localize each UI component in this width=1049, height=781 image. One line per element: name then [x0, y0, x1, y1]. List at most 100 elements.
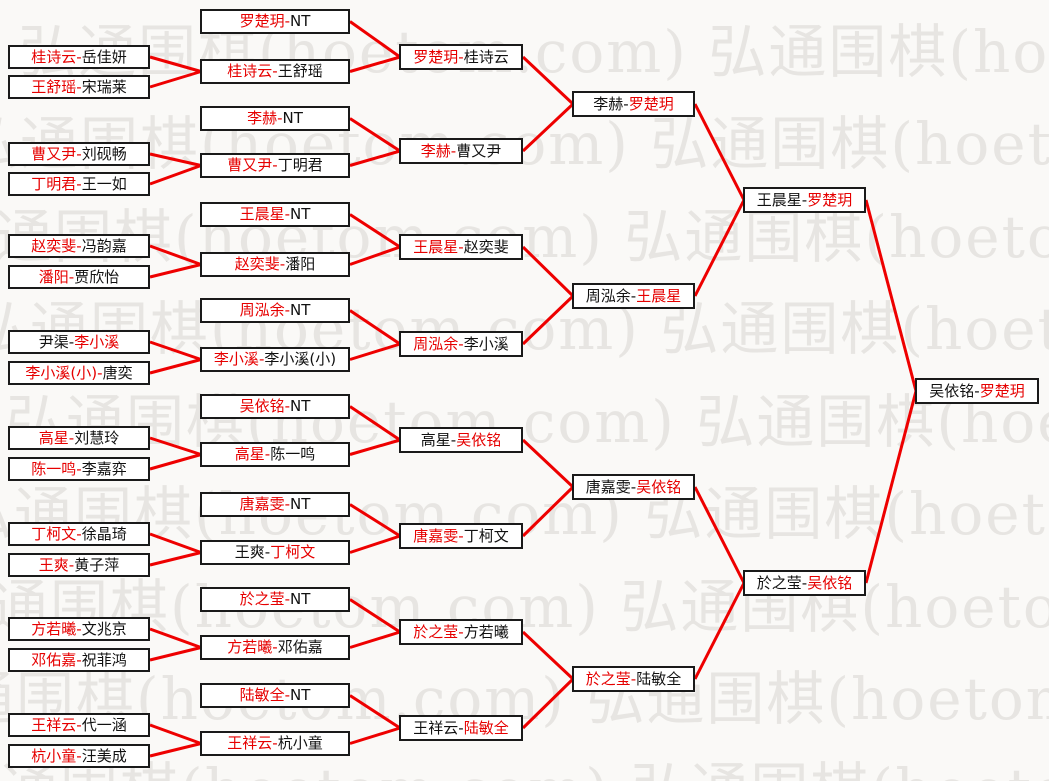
- connector-line: [864, 199, 918, 392]
- player1-name: 王晨星: [239, 205, 285, 223]
- player1-name: 唐嘉雯: [413, 526, 459, 545]
- match-box-r2-10: 高星-陈一鸣: [200, 442, 350, 467]
- match-box-r3-5: 高星-吴依铭: [399, 427, 523, 453]
- vs-separator: -: [264, 543, 271, 561]
- vs-separator: -: [76, 144, 82, 163]
- player1-name: 陆敏全: [239, 686, 285, 704]
- connector-line: [149, 453, 202, 471]
- match-box-r5-2: 於之莹-吴依铭: [743, 570, 866, 596]
- vs-separator: -: [450, 430, 457, 449]
- player2-name: 李小溪(小): [264, 350, 337, 368]
- player2-name: 陆敏全: [463, 718, 509, 737]
- vs-separator: -: [272, 156, 278, 174]
- player1-name: 周泓余: [585, 286, 631, 305]
- vs-separator: -: [284, 495, 291, 513]
- player2-name: 李小溪: [74, 332, 120, 351]
- player1-name: 於之莹: [239, 590, 285, 608]
- vs-separator: -: [458, 526, 464, 545]
- vs-separator: -: [272, 734, 278, 752]
- player2-name: 丁柯文: [463, 526, 509, 545]
- player2-name: 丁明君: [277, 156, 323, 174]
- vs-separator: -: [76, 650, 82, 669]
- player2-name: 黄子萍: [74, 555, 120, 574]
- match-box-r4-3: 唐嘉雯-吴依铭: [572, 474, 695, 500]
- vs-separator: -: [258, 350, 265, 368]
- player2-name: 岳佳妍: [81, 47, 127, 66]
- match-box-r1-8: 李小溪(小)-唐奕: [8, 361, 150, 385]
- player2-name: 文兆京: [81, 619, 127, 638]
- player2-name: 吴依铭: [636, 477, 682, 496]
- vs-separator: -: [458, 334, 464, 353]
- connector-line: [521, 485, 575, 538]
- player2-name: NT: [290, 495, 311, 513]
- match-box-r3-2: 李赫-曹又尹: [399, 138, 523, 164]
- player2-name: 方若曦: [463, 622, 509, 641]
- connector-line: [521, 630, 575, 681]
- connector-line: [149, 436, 202, 456]
- vs-separator: -: [284, 686, 291, 704]
- player1-name: 王爽: [234, 543, 265, 561]
- match-box-r2-5: 王晨星-NT: [200, 202, 350, 227]
- match-box-r1-7: 尹渠-李小溪: [8, 330, 150, 354]
- watermark-text: 弘通围棋(hoetom.com) 弘通围棋(hoetom.com) 弘通围棋(h…: [0, 760, 1049, 781]
- match-box-r2-1: 罗楚玥-NT: [200, 9, 350, 34]
- match-box-r3-8: 王祥云-陆敏全: [399, 715, 523, 741]
- match-box-r2-6: 赵奕斐-潘阳: [200, 252, 350, 277]
- match-box-r4-1: 李赫-罗楚玥: [572, 91, 695, 117]
- vs-separator: -: [458, 47, 464, 66]
- player2-name: 罗楚玥: [628, 94, 674, 113]
- player1-name: 曹又尹: [31, 144, 77, 163]
- player1-name: 丁明君: [31, 174, 77, 193]
- watermark-text: 弘通围棋(hoetom.com) 弘通围棋(hoetom.com) 弘通围棋(h…: [18, 18, 1049, 86]
- match-box-r2-2: 桂诗云-王舒瑶: [200, 59, 350, 84]
- match-box-r2-11: 唐嘉雯-NT: [200, 492, 350, 517]
- player2-name: 汪美成: [81, 746, 127, 765]
- connector-line: [693, 103, 746, 201]
- connector-line: [349, 55, 401, 73]
- match-box-r1-2: 王舒瑶-宋瑞莱: [8, 75, 150, 99]
- player1-name: 李小溪: [213, 350, 259, 368]
- player1-name: 唐嘉雯: [239, 495, 285, 513]
- connector-line: [149, 723, 202, 745]
- vs-separator: -: [76, 459, 82, 478]
- connector-line: [149, 263, 202, 279]
- connector-line: [349, 503, 401, 538]
- match-box-r3-7: 於之莹-方若曦: [399, 619, 523, 645]
- player2-name: 李嘉弈: [81, 459, 127, 478]
- vs-separator: -: [284, 590, 291, 608]
- player2-name: 祝菲鸿: [81, 650, 127, 669]
- vs-separator: -: [458, 622, 464, 641]
- match-box-r4-2: 周泓余-王晨星: [572, 283, 695, 309]
- vs-separator: -: [630, 669, 637, 688]
- player1-name: 李小溪(小): [25, 363, 98, 382]
- connector-line: [149, 627, 202, 649]
- match-box-r2-13: 於之莹-NT: [200, 587, 350, 612]
- connector-line: [864, 390, 918, 584]
- player2-name: 王一如: [81, 174, 127, 193]
- player2-name: 吴依铭: [807, 573, 853, 592]
- vs-separator: -: [623, 94, 629, 113]
- vs-separator: -: [284, 397, 291, 415]
- match-box-r2-14: 方若曦-邓佑嘉: [200, 635, 350, 660]
- connector-line: [521, 55, 575, 106]
- player1-name: 王晨星: [756, 190, 802, 209]
- connector-line: [521, 294, 575, 346]
- match-box-r1-13: 方若曦-文兆京: [8, 617, 150, 641]
- match-box-r1-12: 王爽-黄子萍: [8, 553, 150, 577]
- vs-separator: -: [76, 47, 82, 66]
- vs-separator: -: [68, 332, 75, 351]
- player2-name: NT: [282, 109, 303, 127]
- connector-line: [693, 199, 746, 297]
- player2-name: 唐奕: [102, 363, 133, 382]
- watermark-text: 弘通围棋(hoetom.com) 弘通围棋(hoetom.com) 弘通围棋(h…: [0, 573, 1049, 641]
- player2-name: 潘阳: [285, 255, 316, 273]
- connector-line: [693, 486, 746, 584]
- vs-separator: -: [801, 573, 808, 592]
- player1-name: 陈一鸣: [31, 459, 77, 478]
- connector-line: [349, 342, 401, 361]
- player2-name: 丁柯文: [270, 543, 316, 561]
- connector-line: [149, 244, 202, 266]
- connector-line: [149, 358, 202, 375]
- player1-name: 潘阳: [38, 267, 69, 286]
